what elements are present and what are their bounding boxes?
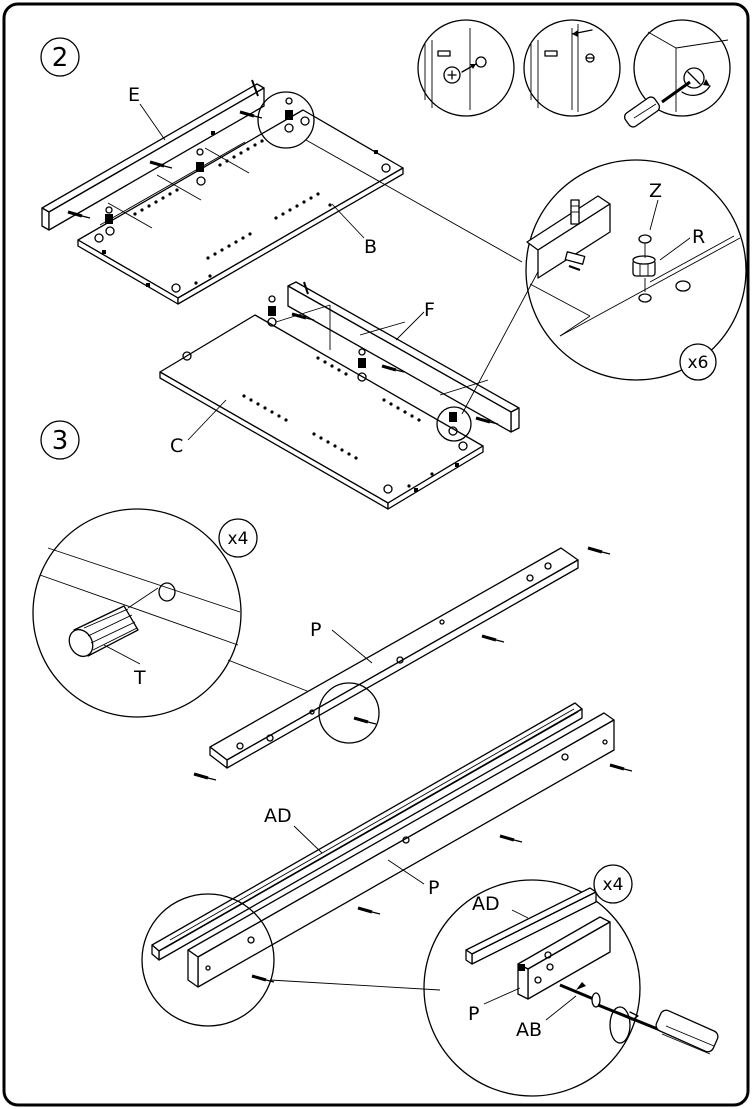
svg-text:C: C (170, 435, 183, 457)
svg-text:x6: x6 (688, 353, 709, 373)
panel-c-assembly (159, 281, 520, 510)
svg-text:x4: x4 (228, 529, 249, 549)
leader-b-detail (305, 139, 523, 263)
washer-z-icon (638, 234, 652, 244)
screwdriver-icon (623, 80, 691, 128)
label-p-upper: P (310, 619, 373, 664)
cam-lock-frame-3 (623, 19, 731, 128)
slide-detail: AD P AB (423, 879, 719, 1097)
cam-lock-sequence (417, 19, 731, 128)
slide-ad (151, 702, 583, 961)
label-b: B (331, 203, 377, 258)
label-p-lower: P (387, 859, 439, 899)
step-3-number: 3 (52, 426, 69, 456)
step-2-number: 2 (52, 43, 69, 73)
magnifier-circle-rail-end (141, 893, 275, 1027)
svg-text:E: E (128, 84, 140, 106)
panel-b-assembly (41, 79, 404, 305)
qty-badge-x4-slide: x4 (593, 864, 633, 904)
label-ab: AB (516, 1019, 542, 1041)
label-f: F (395, 299, 435, 341)
dowel-t-icon (68, 605, 139, 658)
panel-b-holes (94, 116, 391, 293)
step-3-badge: 3 (40, 420, 80, 460)
leader-slide-detail (269, 979, 441, 991)
cam-fittings-b (105, 97, 294, 236)
cam-lock-frame-1 (417, 19, 515, 117)
label-c: C (170, 399, 227, 457)
magnifier-circle-p (318, 682, 380, 744)
svg-text:AD: AD (264, 805, 292, 827)
leader-c-detail (461, 267, 541, 415)
bolt-icon (564, 199, 586, 271)
cam-nut-r-icon (632, 255, 656, 277)
label-ad: AD (264, 805, 323, 854)
label-e: E (128, 84, 166, 141)
cam-fittings-c (267, 295, 458, 436)
screws-f (290, 281, 500, 426)
label-t: T (133, 667, 146, 689)
cam-lock-detail: Z R (525, 159, 747, 381)
panel-c-holes (182, 351, 468, 494)
label-ad-detail: AD (472, 893, 500, 915)
svg-text:F: F (424, 299, 435, 321)
qty-badge-x4-dowel: x4 (218, 518, 258, 558)
cam-lock-frame-2 (523, 19, 621, 117)
svg-text:x4: x4 (603, 875, 624, 895)
step-2-badge: 2 (40, 37, 80, 77)
magnifier-circle-c (436, 406, 472, 442)
screw-ab-icon (559, 982, 601, 1008)
svg-text:P: P (310, 619, 321, 641)
dowel-detail: T (32, 508, 242, 718)
screws-e (66, 79, 264, 220)
rail-p-lower (187, 712, 634, 988)
qty-badge-x6: x6 (679, 343, 717, 381)
label-r: R (692, 226, 705, 248)
label-z: Z (649, 180, 662, 202)
screwdriver-icon-detail (597, 1003, 719, 1055)
svg-text:B: B (364, 236, 377, 258)
svg-text:P: P (428, 877, 439, 899)
magnifier-circle-b (257, 91, 315, 149)
rail-p-upper (192, 546, 612, 782)
label-p-detail: P (468, 1003, 479, 1025)
